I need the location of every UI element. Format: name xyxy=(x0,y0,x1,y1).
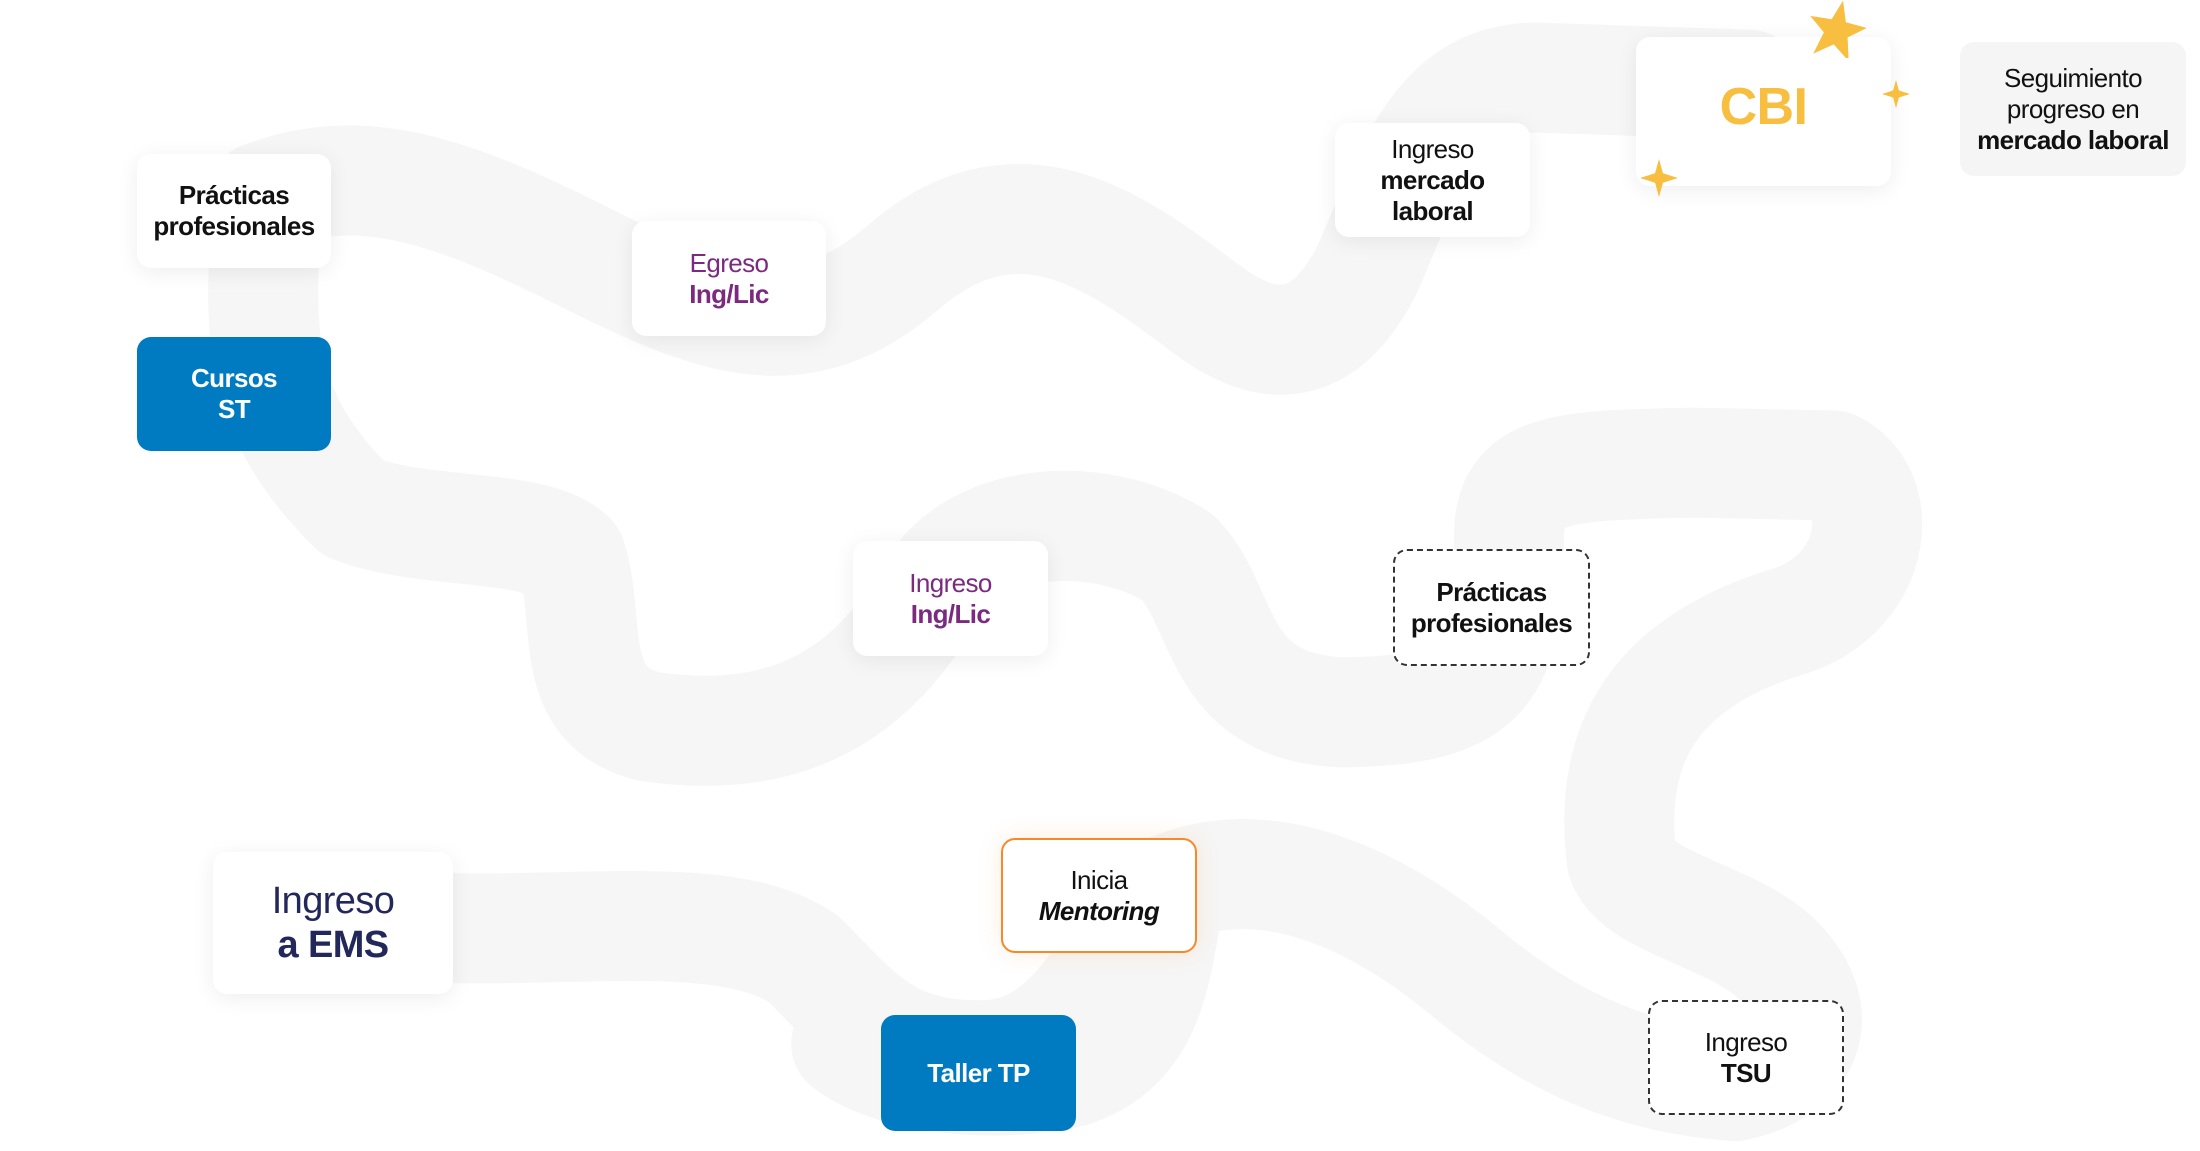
node-line: profesionales xyxy=(1410,607,1573,638)
node-line: Egreso xyxy=(689,247,769,278)
node-line: Ingreso xyxy=(1704,1026,1788,1057)
star-icon xyxy=(1640,159,1678,197)
node-practicas-profesionales: Prácticas profesionales xyxy=(137,154,331,268)
node-line: Ingreso xyxy=(909,567,992,598)
node-practicas-profesionales-pending: Prácticas profesionales xyxy=(1393,549,1590,666)
node-ingreso-ing-lic: Ingreso Ing/Lic xyxy=(853,541,1048,656)
node-line: Ingreso xyxy=(1391,133,1474,164)
node-line: Prácticas xyxy=(178,180,290,210)
star-icon xyxy=(1882,80,1910,108)
cbi-label: CBI xyxy=(1719,78,1808,136)
node-line: Seguimiento xyxy=(2004,62,2143,93)
node-cbi: CBI xyxy=(1636,37,1891,186)
node-seguimiento-mercado-laboral: Seguimiento progreso en mercado laboral xyxy=(1960,42,2186,176)
node-line: Ing/Lic xyxy=(689,278,769,309)
node-egreso-ing-lic: Egreso Ing/Lic xyxy=(632,221,826,336)
node-line: Taller TP xyxy=(927,1057,1030,1088)
node-line: Mentoring xyxy=(1038,895,1160,926)
star-icon xyxy=(1810,0,1866,58)
node-line: laboral xyxy=(1391,195,1474,226)
node-line: mercado laboral xyxy=(1977,124,2169,155)
node-line: Cursos xyxy=(191,363,278,393)
node-line: profesionales xyxy=(153,211,315,241)
node-ingreso-mercado-laboral: Ingreso mercado laboral xyxy=(1335,123,1530,237)
node-ingreso-ems: Ingreso a EMS xyxy=(213,852,453,994)
node-line: mercado xyxy=(1380,164,1485,195)
node-ingreso-tsu: Ingreso TSU xyxy=(1648,1000,1844,1115)
node-inicia-mentoring: Inicia Mentoring xyxy=(1001,838,1197,953)
node-line: ST xyxy=(217,394,251,424)
node-cursos-st: Cursos ST xyxy=(137,337,331,451)
path-middle xyxy=(208,156,1923,1142)
node-line: Prácticas xyxy=(1436,576,1547,607)
node-line: Ing/Lic xyxy=(910,598,991,629)
node-line: a EMS xyxy=(277,924,389,966)
node-line: Ingreso xyxy=(271,880,395,922)
node-line: TSU xyxy=(1720,1057,1772,1088)
node-line: Inicia xyxy=(1070,864,1128,895)
node-line: progreso en xyxy=(2006,93,2140,124)
node-taller-tp: Taller TP xyxy=(881,1015,1076,1131)
